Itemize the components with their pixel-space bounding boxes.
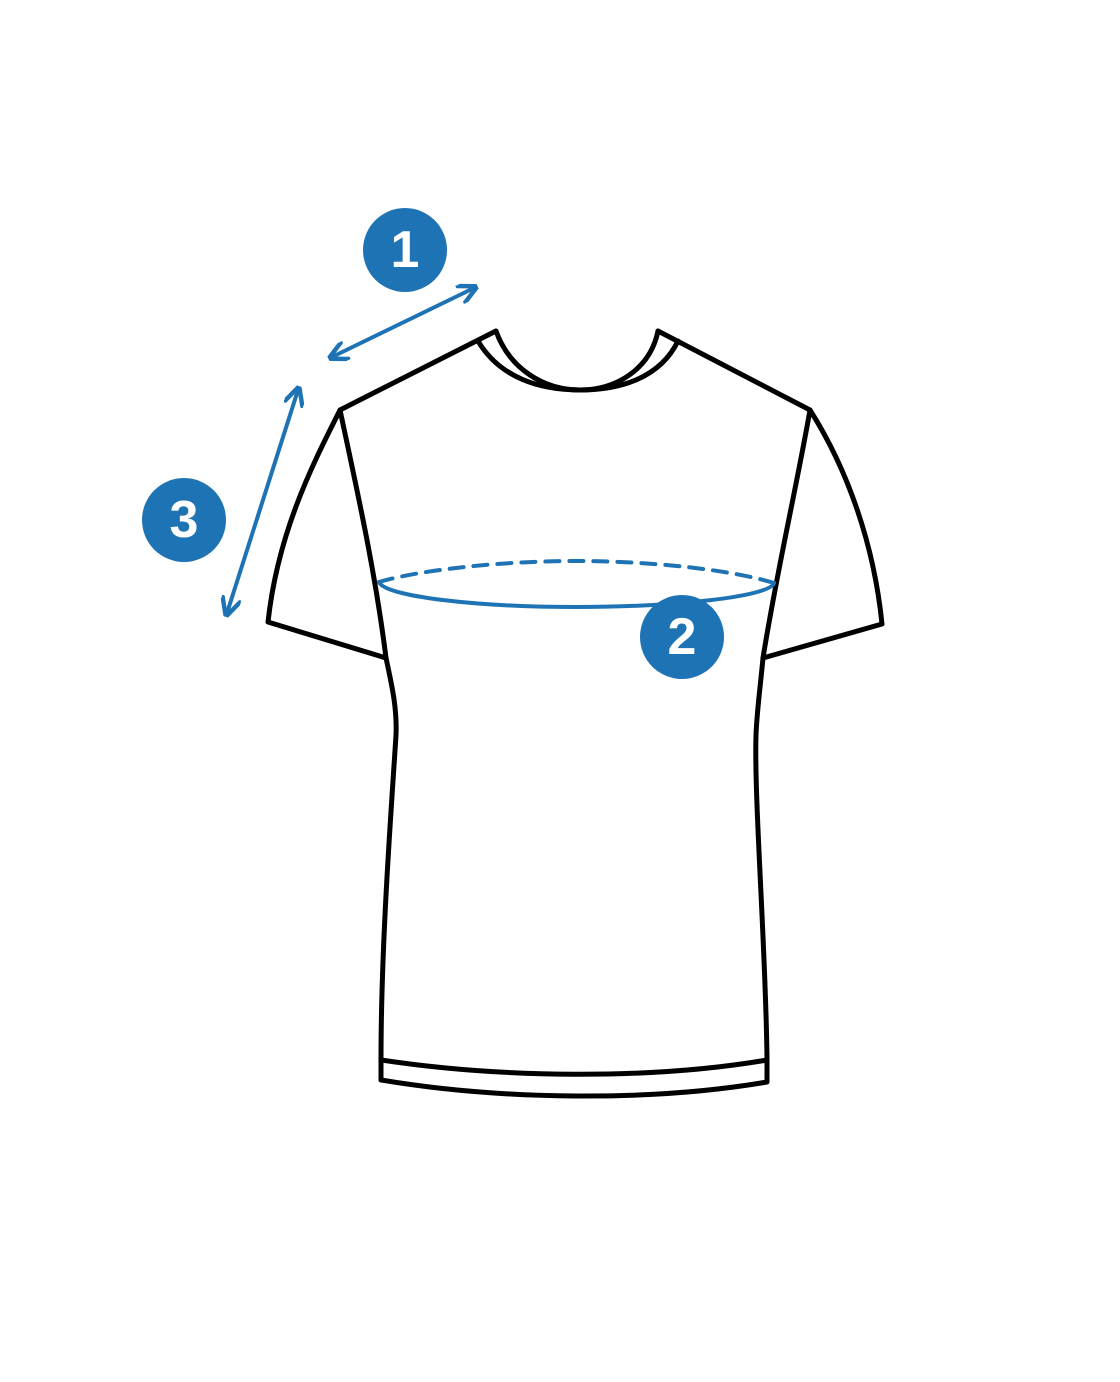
marker-badge-1: 1 [363,208,447,292]
chest-ellipse-back [377,558,776,585]
marker-badge-2: 2 [640,595,724,679]
sleeve-measurement: 3 [142,390,298,613]
left-armhole-seam [337,407,389,661]
shoulder-arrow [332,288,474,357]
marker-badge-3: 3 [142,478,226,562]
marker-badge-2-circle [640,595,724,679]
shoulder-measurement: 1 [332,208,474,357]
marker-badge-3-circle [142,478,226,562]
tshirt-body [265,328,885,1099]
chest-measurement: 2 [377,558,776,679]
marker-label-2: 2 [668,608,697,666]
chest-ellipse-front [377,580,776,610]
right-armhole-seam [760,407,813,661]
marker-badge-1-circle [363,208,447,292]
marker-label-1: 1 [391,221,420,279]
sleeve-arrow [227,390,298,613]
hem-seam [378,1057,770,1077]
marker-label-3: 3 [170,491,199,549]
tshirt-outline [265,328,885,1099]
collar-inner [475,338,681,393]
